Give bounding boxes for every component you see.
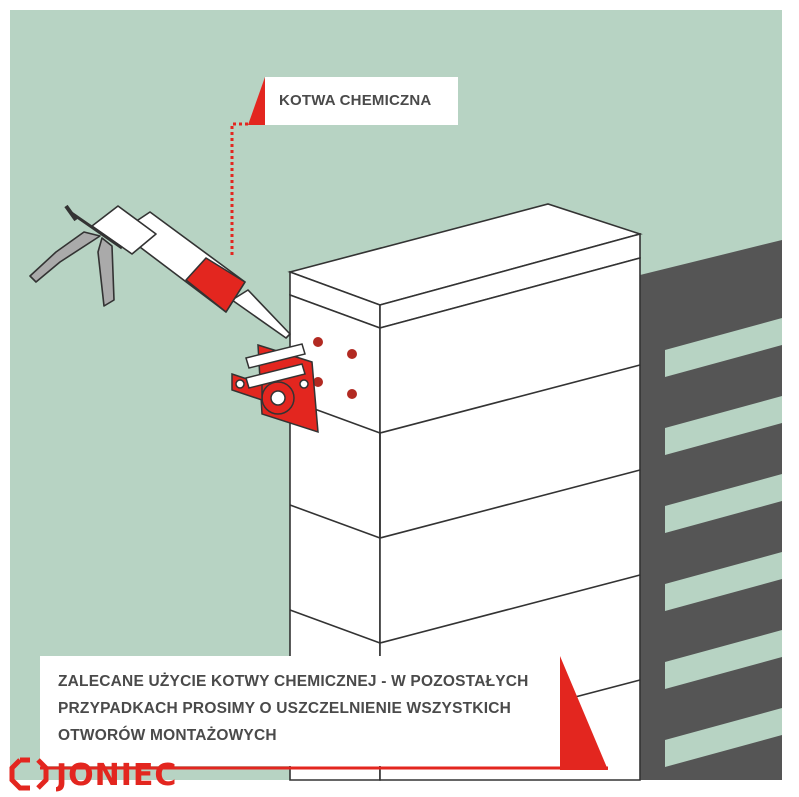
note-pointer xyxy=(40,656,608,770)
caulking-gun-icon xyxy=(29,204,291,339)
mounting-holes xyxy=(313,337,357,399)
brand-logo-icon xyxy=(9,757,49,791)
note-line-2: PRZYPADKACH PROSIMY O USZCZELNIENIE WSZY… xyxy=(58,700,511,717)
brand-logo-text: JONIEC xyxy=(56,758,178,793)
callout-pointer xyxy=(230,77,265,258)
note-line-1: ZALECANE UŻYCIE KOTWY CHEMICZNEJ - W POZ… xyxy=(58,673,529,690)
recommendation-note: ZALECANE UŻYCIE KOTWY CHEMICZNEJ - W POZ… xyxy=(40,656,560,766)
callout-label: KOTWA CHEMICZNA xyxy=(265,77,458,125)
pillar-shadow xyxy=(640,240,782,780)
note-line-3: OTWORÓW MONTAŻOWYCH xyxy=(58,727,277,744)
mounting-bracket-icon xyxy=(231,343,319,434)
